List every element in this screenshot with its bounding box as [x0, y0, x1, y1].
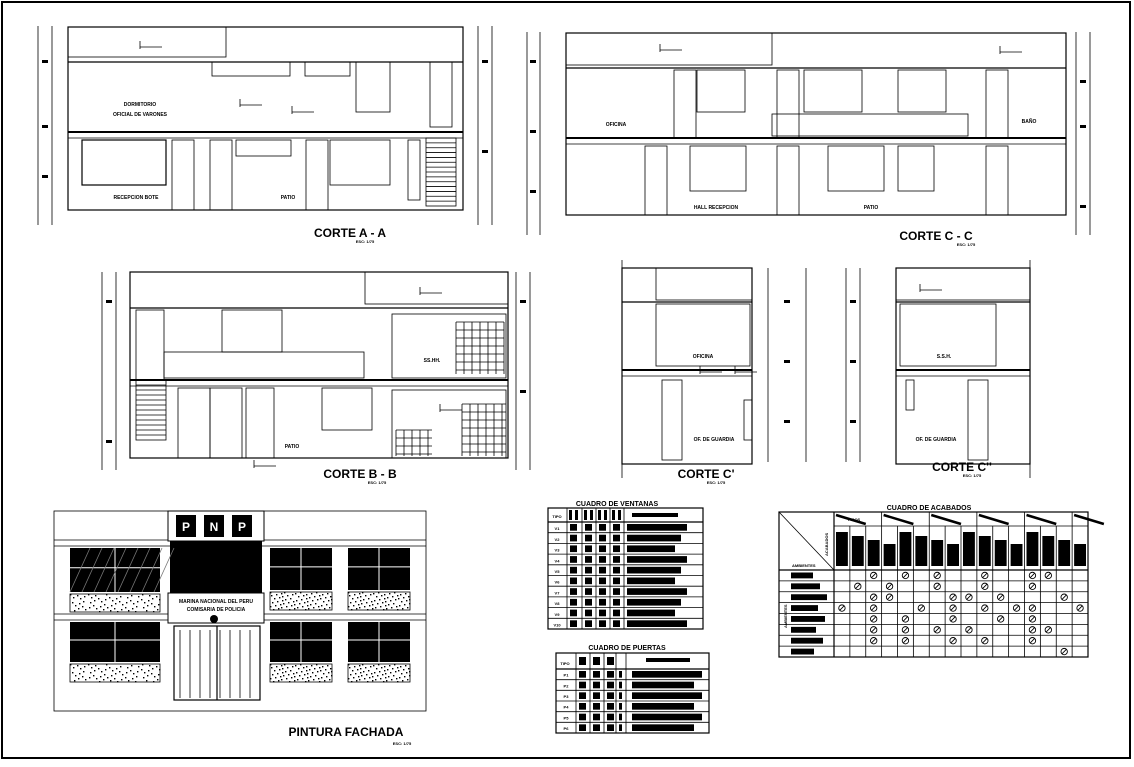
- row-code: P1: [564, 673, 570, 678]
- room-label: HALL RECEPCION: [694, 205, 739, 211]
- row-code: V10: [553, 623, 561, 628]
- section-scale: ESC: 1/75: [393, 741, 412, 746]
- row-code: P6: [564, 726, 570, 731]
- row-code: V3: [555, 548, 561, 553]
- section-scale: ESC: 1/75: [707, 480, 726, 485]
- row-code: V4: [555, 558, 561, 563]
- table-ventanas: CUADRO DE VENTANAS V1V2V3V4V5V6V7V8V9V10…: [547, 501, 704, 630]
- section-scale: ESC: 1/75: [368, 480, 387, 485]
- room-label: OF. DE GUARDIA: [916, 437, 957, 443]
- section-scale: ESC: 1/75: [356, 239, 375, 244]
- row-code: V8: [555, 601, 561, 606]
- table-acabados-grid: [779, 512, 1105, 657]
- row-code: P3: [564, 694, 570, 699]
- row-code: V2: [555, 537, 561, 542]
- corte-c1: OFICINA OF. DE GUARDIA CORTE C' ESC: 1/7…: [621, 260, 807, 485]
- dimension-marks: [42, 41, 1086, 468]
- wall-tiles: [395, 321, 506, 456]
- room-label: OF. DE GUARDIA: [694, 437, 735, 443]
- row-code: V6: [555, 580, 561, 585]
- corte-cc: OFICINA HALL RECEPCION PATIO BAÑO CORTE …: [526, 32, 1091, 247]
- plaque-text: MARINA NACIONAL DEL PERU: [179, 599, 253, 605]
- row-code: V9: [555, 612, 561, 617]
- row-code: V1: [555, 526, 561, 531]
- side-label: AMBIENTES: [783, 604, 788, 628]
- section-title: CORTE C - C: [899, 229, 973, 243]
- facade-windows: [69, 547, 411, 683]
- room-label: DORMITORIO: [124, 102, 157, 108]
- stairs: [425, 137, 457, 207]
- corte-c2: S.S.H. OF. DE GUARDIA CORTE C'' ESC: 1/7…: [845, 260, 1031, 478]
- entrance-door: [179, 626, 251, 700]
- sign-letter: P: [238, 520, 246, 534]
- row-code: V7: [555, 590, 561, 595]
- room-label: BAÑO: [1022, 118, 1037, 125]
- room-label: SS.HH.: [424, 358, 441, 364]
- plaque-text: COMISARIA DE POLICIA: [187, 607, 246, 613]
- group-label: PISOS: [848, 517, 861, 522]
- stairs: [135, 379, 167, 441]
- section-scale: ESC: 1/75: [957, 242, 976, 247]
- room-label: S.S.H.: [937, 354, 952, 360]
- section-title: CORTE C': [678, 467, 735, 481]
- row-code: P4: [564, 705, 570, 710]
- table-title: CUADRO DE ACABADOS: [887, 505, 972, 512]
- table-title: CUADRO DE PUERTAS: [588, 645, 666, 652]
- room-label: RECEPCION BOTE: [113, 195, 159, 201]
- corte-bb: SS.HH. PATIO CORTE B - B ESC: 1/75: [101, 271, 531, 485]
- room-label: OFICINA: [693, 354, 714, 360]
- table-title: CUADRO DE VENTANAS: [576, 501, 659, 508]
- table-acabados: CUADRO DE ACABADOS ACABADOS AMBIENTES PI…: [778, 505, 1105, 658]
- table-header: TIPO: [552, 514, 561, 519]
- sign-letter: N: [210, 520, 219, 534]
- row-code: P5: [564, 715, 570, 720]
- section-title: CORTE B - B: [323, 467, 397, 481]
- corte-aa: DORMITORIO OFICIAL DE VARONES RECEPCION …: [37, 26, 493, 244]
- section-title: CORTE C'': [932, 460, 992, 474]
- room-label: OFICIAL DE VARONES: [113, 112, 168, 118]
- room-label: PATIO: [281, 195, 296, 201]
- row-code: P2: [564, 683, 570, 688]
- diagonal-label: ACABADOS: [824, 533, 829, 556]
- section-title: PINTURA FACHADA: [289, 725, 404, 739]
- room-label: OFICINA: [606, 122, 627, 128]
- table-header: TIPO: [560, 661, 569, 666]
- section-title: CORTE A - A: [314, 226, 386, 240]
- row-code: V5: [555, 569, 561, 574]
- diagonal-label: AMBIENTES: [792, 563, 816, 568]
- room-label: PATIO: [285, 444, 300, 450]
- room-label: PATIO: [864, 205, 879, 211]
- fachada: P N P MARINA NACIONAL DEL PERU COMISARIA…: [53, 510, 427, 746]
- sign-letter: P: [182, 520, 190, 534]
- section-scale: ESC: 1/75: [963, 473, 982, 478]
